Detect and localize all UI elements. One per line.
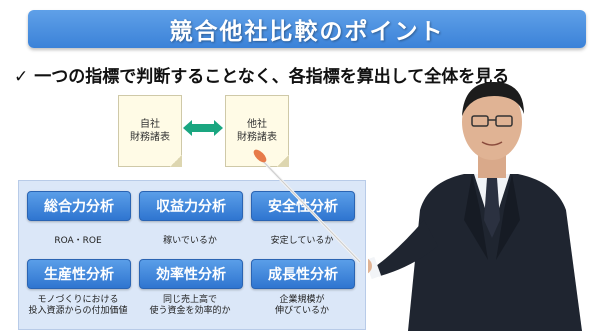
- profitability-desc: 稼いでいるか: [163, 236, 217, 246]
- presenter-image: [368, 82, 582, 331]
- competitor-document: 他社 財務諸表: [225, 95, 289, 167]
- check-icon: ✓: [14, 67, 29, 87]
- productivity-analysis-button[interactable]: 生産性分析: [27, 259, 131, 289]
- safety-analysis-button[interactable]: 安全性分析: [251, 191, 355, 221]
- doc-left-line1: 自社: [140, 119, 160, 130]
- growth-desc-line2: 伸びているか: [274, 306, 329, 316]
- double-arrow-icon: [183, 120, 223, 136]
- efficiency-desc-line2: 使う資金を効率的か: [149, 306, 231, 316]
- doc-left-line2: 財務諸表: [130, 132, 170, 143]
- productivity-desc-line2: 投入資源からの付加価値: [28, 306, 128, 316]
- title-banner: 競合他社比較のポイント: [28, 10, 586, 48]
- doc-right-line1: 他社: [247, 119, 267, 130]
- efficiency-analysis-button[interactable]: 効率性分析: [139, 259, 243, 289]
- subtitle: ✓一つの指標で判断することなく、各指標を算出して全体を見る: [14, 62, 610, 87]
- analysis-panel: 総合力分析 収益力分析 安全性分析 ROA・ROE 稼いでいるか 安定しているか…: [18, 180, 366, 330]
- efficiency-desc: 同じ売上高で 使う資金を効率的か: [135, 295, 245, 317]
- growth-desc: 企業規模が 伸びているか: [247, 295, 357, 317]
- growth-desc-line1: 企業規模が: [279, 295, 325, 305]
- slide-title: 競合他社比較のポイント: [169, 19, 445, 45]
- profitability-analysis-button[interactable]: 収益力分析: [139, 191, 243, 221]
- productivity-desc-line1: モノづくりにおける: [37, 295, 119, 305]
- efficiency-desc-line1: 同じ売上高で: [162, 295, 217, 305]
- growth-analysis-button[interactable]: 成長性分析: [251, 259, 355, 289]
- own-company-document: 自社 財務諸表: [118, 95, 182, 167]
- page-fold-icon: [277, 155, 289, 167]
- productivity-desc: モノづくりにおける 投入資源からの付加価値: [23, 295, 133, 317]
- doc-right-line2: 財務諸表: [237, 132, 277, 143]
- safety-desc: 安定しているか: [270, 236, 334, 246]
- subtitle-text: 一つの指標で判断することなく、各指標を算出して全体を見る: [34, 67, 510, 87]
- comprehensive-desc: ROA・ROE: [54, 236, 102, 246]
- page-fold-icon: [170, 155, 182, 167]
- comprehensive-analysis-button[interactable]: 総合力分析: [27, 191, 131, 221]
